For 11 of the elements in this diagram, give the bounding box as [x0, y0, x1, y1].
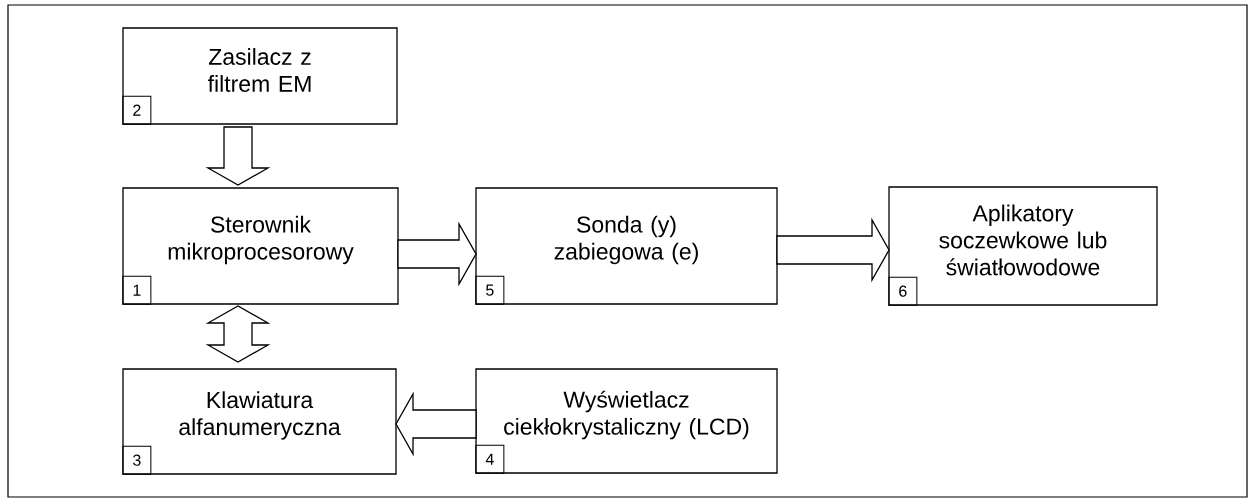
block-arrow [776, 217, 890, 283]
number-box: 3 [122, 445, 152, 475]
number-box: 4 [475, 444, 505, 474]
block-arrow [205, 126, 271, 186]
number-box: 2 [122, 95, 152, 125]
number-box: 6 [888, 276, 918, 306]
block-arrow [395, 391, 477, 457]
block-arrow [397, 221, 477, 287]
number-box: 5 [475, 275, 505, 305]
number-box: 1 [122, 275, 152, 305]
block-arrow [205, 305, 271, 363]
